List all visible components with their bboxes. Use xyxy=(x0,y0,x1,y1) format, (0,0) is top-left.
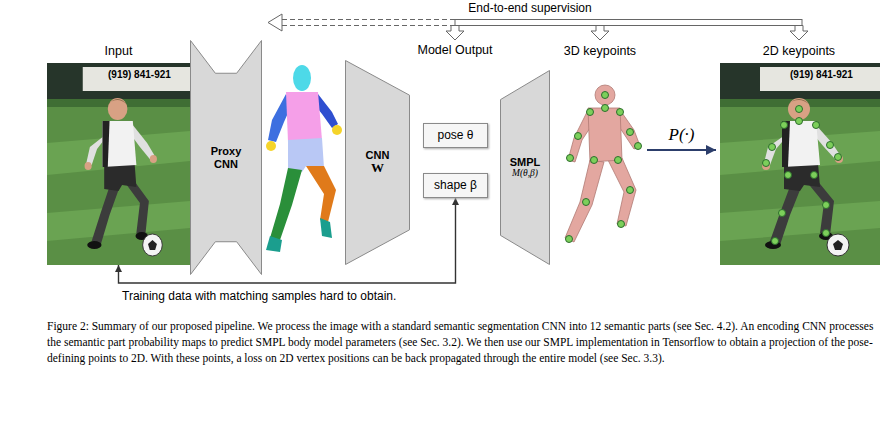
layer-label: CNN xyxy=(366,149,390,162)
hand-part xyxy=(266,141,276,151)
input-photo xyxy=(47,63,190,265)
projection-arrow xyxy=(647,149,716,151)
mesh-leg xyxy=(608,158,636,226)
keypoints-3d xyxy=(566,92,642,243)
panel-heading: Input xyxy=(105,44,133,58)
keypoint xyxy=(827,142,834,149)
output-label: pose θ xyxy=(437,129,473,143)
pose-output-box: pose θ xyxy=(423,123,488,148)
leg-part xyxy=(270,168,302,240)
keypoint xyxy=(813,122,820,129)
training-note: Training data with matching samples hard… xyxy=(120,290,398,304)
dashed-rail xyxy=(282,25,455,26)
keypoint xyxy=(779,210,786,217)
figure-caption: Figure 2: Summary of our proposed pipeli… xyxy=(47,318,880,366)
keypoint xyxy=(769,144,776,151)
mesh-torso xyxy=(588,108,622,162)
output-photo xyxy=(720,63,880,265)
layer-label: M(θ,β) xyxy=(512,168,538,179)
keypoint xyxy=(763,160,770,167)
hollow-arrowhead xyxy=(268,14,282,31)
torso-part xyxy=(286,92,322,142)
soccer-photo xyxy=(47,63,190,265)
keypoint xyxy=(602,92,609,99)
keypoint xyxy=(823,230,830,237)
body-mesh-panel: 3D keypoints xyxy=(555,42,645,265)
head-part xyxy=(293,65,311,91)
proxy-cnn: Proxy CNN xyxy=(190,40,262,275)
keypoint xyxy=(835,154,842,161)
keypoints-2d xyxy=(763,106,842,245)
keypoint xyxy=(583,199,590,206)
layer-label: SMPL xyxy=(510,156,541,169)
output-heading: Model Output xyxy=(415,43,494,57)
supervision-label: End-to-end supervision xyxy=(466,2,593,16)
keypoint xyxy=(811,172,818,179)
dashed-rail xyxy=(282,19,455,20)
keypoint xyxy=(618,221,625,228)
panel-heading: 2D keypoints xyxy=(763,44,835,58)
keypoint xyxy=(567,155,574,162)
keypoint xyxy=(796,118,803,125)
hollow-arrowhead xyxy=(790,26,808,41)
foot-part xyxy=(266,236,282,252)
layer-shape xyxy=(346,61,410,265)
keypoint xyxy=(587,109,594,116)
soccer-photo xyxy=(720,63,880,265)
layer-label: Proxy CNN xyxy=(202,145,250,170)
keypoint xyxy=(823,202,830,209)
hollow-rail xyxy=(455,20,802,26)
layer-shape xyxy=(191,41,262,275)
keypoint xyxy=(635,143,642,150)
banner-text: (919) 841-921 xyxy=(106,69,173,81)
hollow-arrowhead xyxy=(446,26,464,41)
keypoint xyxy=(566,236,573,243)
hollow-arrowhead xyxy=(591,26,609,41)
keypoint xyxy=(627,187,634,194)
supervision-bracket xyxy=(268,14,808,40)
shape-output-box: shape β xyxy=(423,173,488,198)
keypoint xyxy=(772,238,779,245)
part-segmentation xyxy=(266,65,342,252)
smpl-layer: SMPLM(θ,β) xyxy=(500,70,550,265)
keypoint xyxy=(796,106,803,113)
layer-shape xyxy=(501,71,550,265)
keypoint xyxy=(602,105,609,112)
mesh-head xyxy=(595,85,615,105)
keypoint xyxy=(785,172,792,179)
leg-part xyxy=(306,166,336,222)
edge-label: P(·) xyxy=(667,125,697,145)
output-label: shape β xyxy=(434,179,477,193)
banner-text: (919) 841-921 xyxy=(788,69,855,81)
keypoint xyxy=(615,157,622,164)
panel-heading: 3D keypoints xyxy=(564,44,636,58)
keypoint xyxy=(627,129,634,136)
keypoint xyxy=(575,133,582,140)
encoder-cnn: CNNW xyxy=(345,60,410,265)
layer-label: W xyxy=(371,161,384,176)
keypoint xyxy=(591,157,598,164)
foot-part xyxy=(320,218,332,238)
mesh-leg xyxy=(565,160,604,242)
keypoint xyxy=(617,109,624,116)
body-mesh xyxy=(565,85,640,242)
hand-part xyxy=(332,125,342,135)
keypoint xyxy=(781,122,788,129)
